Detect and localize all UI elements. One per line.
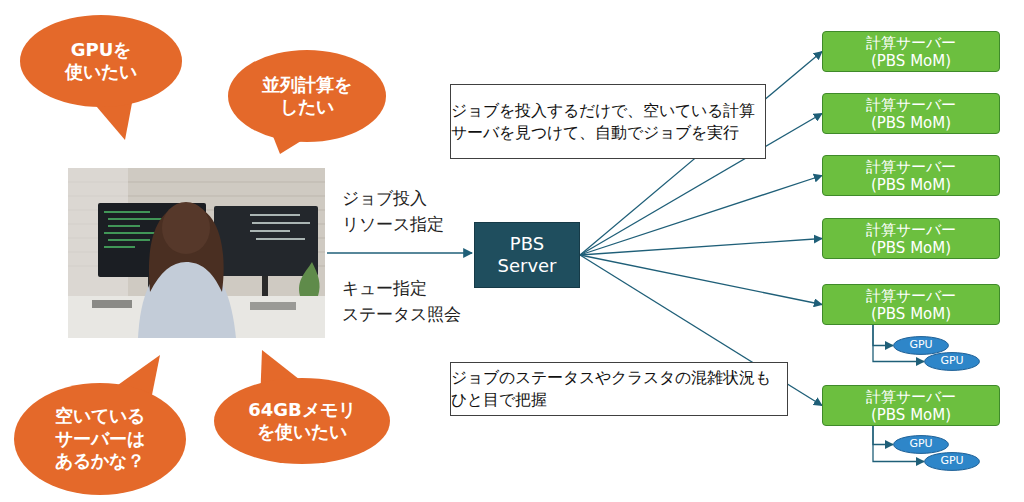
compute-server-box: 計算サーバー (PBS MoM): [822, 155, 1000, 196]
speech-bubble: 並列計算を したい: [228, 50, 386, 142]
code-line: [108, 239, 150, 241]
gpu-ellipse: GPU: [893, 435, 949, 454]
text-block: 計算サーバー (PBS MoM): [848, 34, 974, 70]
code-line: [104, 246, 135, 248]
node-text: ジョブを投入するだけで、空いている計算 サーバを見つけて、自動でジョブを実行: [451, 100, 765, 143]
keyboard: [92, 300, 132, 308]
compute-server-box: 計算サーバー (PBS MoM): [822, 218, 1000, 259]
text-block: GPU: [940, 355, 963, 367]
monitor-right: [214, 206, 318, 276]
bubble-body: [20, 15, 182, 107]
text-block: 計算サーバー (PBS MoM): [848, 221, 974, 257]
code-line: [104, 211, 150, 213]
code-line: [256, 238, 305, 239]
text-block: 計算サーバー (PBS MoM): [848, 287, 974, 323]
connector: [580, 255, 822, 305]
text-block: GPUを 使いたい: [65, 39, 137, 84]
text-block: 空いている サーバーは あるかな？: [55, 405, 145, 473]
text-block: GPU: [909, 339, 932, 351]
monitor-stand: [262, 276, 268, 298]
gpu-body: [894, 436, 949, 454]
node-text: GPU: [940, 355, 963, 367]
text-block: ジョブを投入するだけで、空いている計算 サーバを見つけて、自動でジョブを実行: [451, 100, 765, 143]
node-text: PBS Server: [497, 233, 556, 278]
node-text: 計算サーバー (PBS MoM): [848, 96, 974, 132]
node-text: GPU: [909, 438, 932, 450]
bubble-body: [228, 50, 386, 142]
code-lines: [250, 215, 310, 239]
plant: [299, 262, 320, 296]
connector: [873, 325, 893, 346]
office-photo: [68, 168, 325, 338]
keyboard: [250, 302, 296, 310]
code-line: [252, 222, 310, 223]
node-text: 計算サーバー (PBS MoM): [848, 388, 974, 424]
node-text: 計算サーバー (PBS MoM): [848, 287, 974, 323]
gpu-ellipse: GPU: [924, 452, 980, 471]
text-block: 計算サーバー (PBS MoM): [848, 158, 974, 194]
text-block: 並列計算を したい: [262, 74, 352, 119]
compute-server-box: 計算サーバー (PBS MoM): [822, 385, 1000, 426]
bubble-body: [214, 378, 390, 464]
gpu-ellipse: GPU: [893, 336, 949, 355]
compute-server-box: 計算サーバー (PBS MoM): [822, 284, 1000, 325]
compute-server-box: 計算サーバー (PBS MoM): [822, 93, 1000, 134]
node-text: 空いている サーバーは あるかな？: [55, 405, 145, 473]
gpu-body: [925, 353, 980, 371]
compute-server-box: 計算サーバー (PBS MoM): [822, 31, 1000, 72]
speech-bubble: GPUを 使いたい: [20, 15, 182, 107]
text-block: 計算サーバー (PBS MoM): [848, 96, 974, 132]
node-text: 計算サーバー (PBS MoM): [848, 34, 974, 70]
code-line: [250, 214, 300, 215]
code-line: [250, 230, 290, 231]
speech-bubble: 64GBメモリ を使いたい: [214, 378, 390, 464]
wall: [68, 168, 325, 338]
note-box: ジョブを投入するだけで、空いている計算 サーバを見つけて、自動でジョブを実行: [450, 84, 766, 159]
code-line: [104, 232, 160, 234]
node-text: GPU: [940, 455, 963, 467]
node-text: ジョブのステータスやクラスタの混雑状況も ひと目で把握: [451, 367, 783, 410]
node-text: GPU: [909, 339, 932, 351]
request-arrow: [327, 252, 472, 253]
code-line: [108, 225, 140, 227]
gpu-ellipse: GPU: [924, 352, 980, 371]
node-text: 並列計算を したい: [262, 74, 352, 119]
node-text: 計算サーバー (PBS MoM): [848, 221, 974, 257]
text-block: PBS Server: [497, 233, 556, 278]
node-text: GPUを 使いたい: [65, 39, 137, 84]
note-box: ジョブのステータスやクラスタの混雑状況も ひと目で把握: [450, 362, 788, 416]
server-box: PBS Server: [474, 222, 580, 288]
connector: [873, 426, 893, 445]
text-block: 64GBメモリ を使いたい: [248, 399, 356, 444]
flow-label: キュー指定 ステータス照会: [342, 276, 461, 327]
node-text: 計算サーバー (PBS MoM): [848, 158, 974, 194]
node-text: 64GBメモリ を使いたい: [248, 399, 356, 444]
text-block: GPU: [940, 455, 963, 467]
connector: [580, 239, 822, 256]
person-head: [162, 202, 210, 254]
speech-bubble: 空いている サーバーは あるかな？: [14, 383, 186, 495]
text-block: GPU: [909, 438, 932, 450]
flow-label: ジョブ投入 リソース指定: [342, 186, 444, 237]
gpu-body: [894, 337, 949, 355]
gpu-body: [925, 453, 980, 471]
text-block: ジョブのステータスやクラスタの混雑状況も ひと目で把握: [451, 367, 783, 410]
text-block: 計算サーバー (PBS MoM): [848, 388, 974, 424]
bubble-body: [14, 383, 186, 495]
connector: [580, 176, 822, 256]
